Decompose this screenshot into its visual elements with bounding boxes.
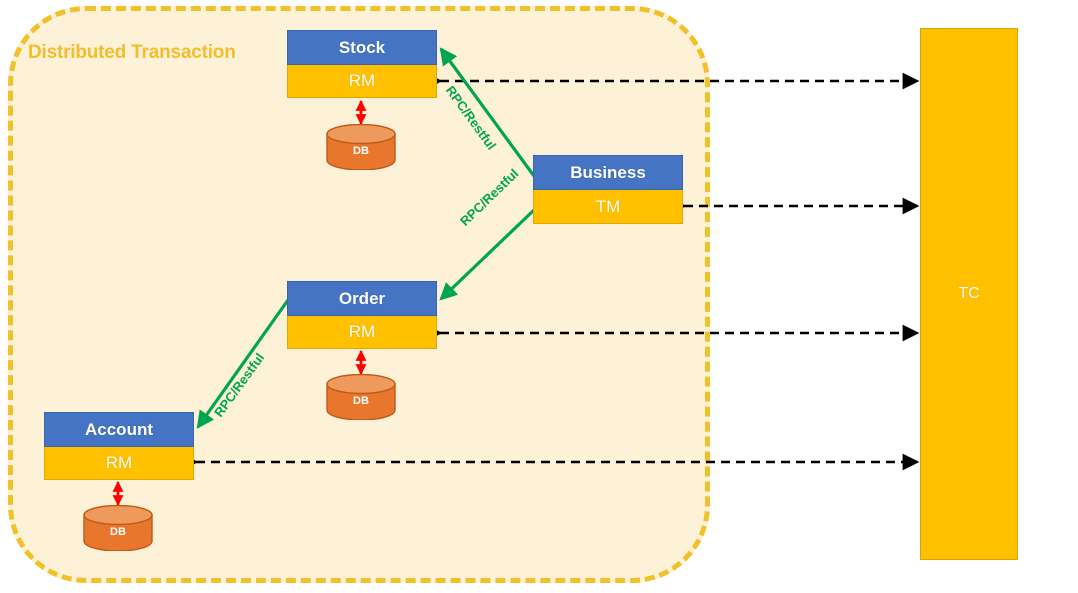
transaction-coordinator-bar[interactable]: TC [920, 28, 1018, 560]
service-header-stock: Stock [287, 30, 437, 65]
service-role-order: RM [287, 316, 437, 349]
service-box-stock[interactable]: Stock RM [287, 30, 437, 98]
service-role-account: RM [44, 447, 194, 480]
service-box-account[interactable]: Account RM [44, 412, 194, 480]
database-stock[interactable]: DB [326, 123, 396, 171]
database-cylinder-icon [326, 373, 396, 421]
distributed-transaction-label: Distributed Transaction [28, 42, 236, 63]
transaction-coordinator-label: TC [958, 285, 980, 302]
service-role-stock: RM [287, 65, 437, 98]
database-order[interactable]: DB [326, 373, 396, 421]
database-cylinder-icon [83, 504, 153, 552]
service-header-account: Account [44, 412, 194, 447]
service-box-business[interactable]: Business TM [533, 155, 683, 224]
service-box-order[interactable]: Order RM [287, 281, 437, 349]
database-cylinder-icon [326, 123, 396, 171]
service-role-business: TM [533, 190, 683, 224]
database-account[interactable]: DB [83, 504, 153, 552]
service-header-order: Order [287, 281, 437, 316]
service-header-business: Business [533, 155, 683, 190]
